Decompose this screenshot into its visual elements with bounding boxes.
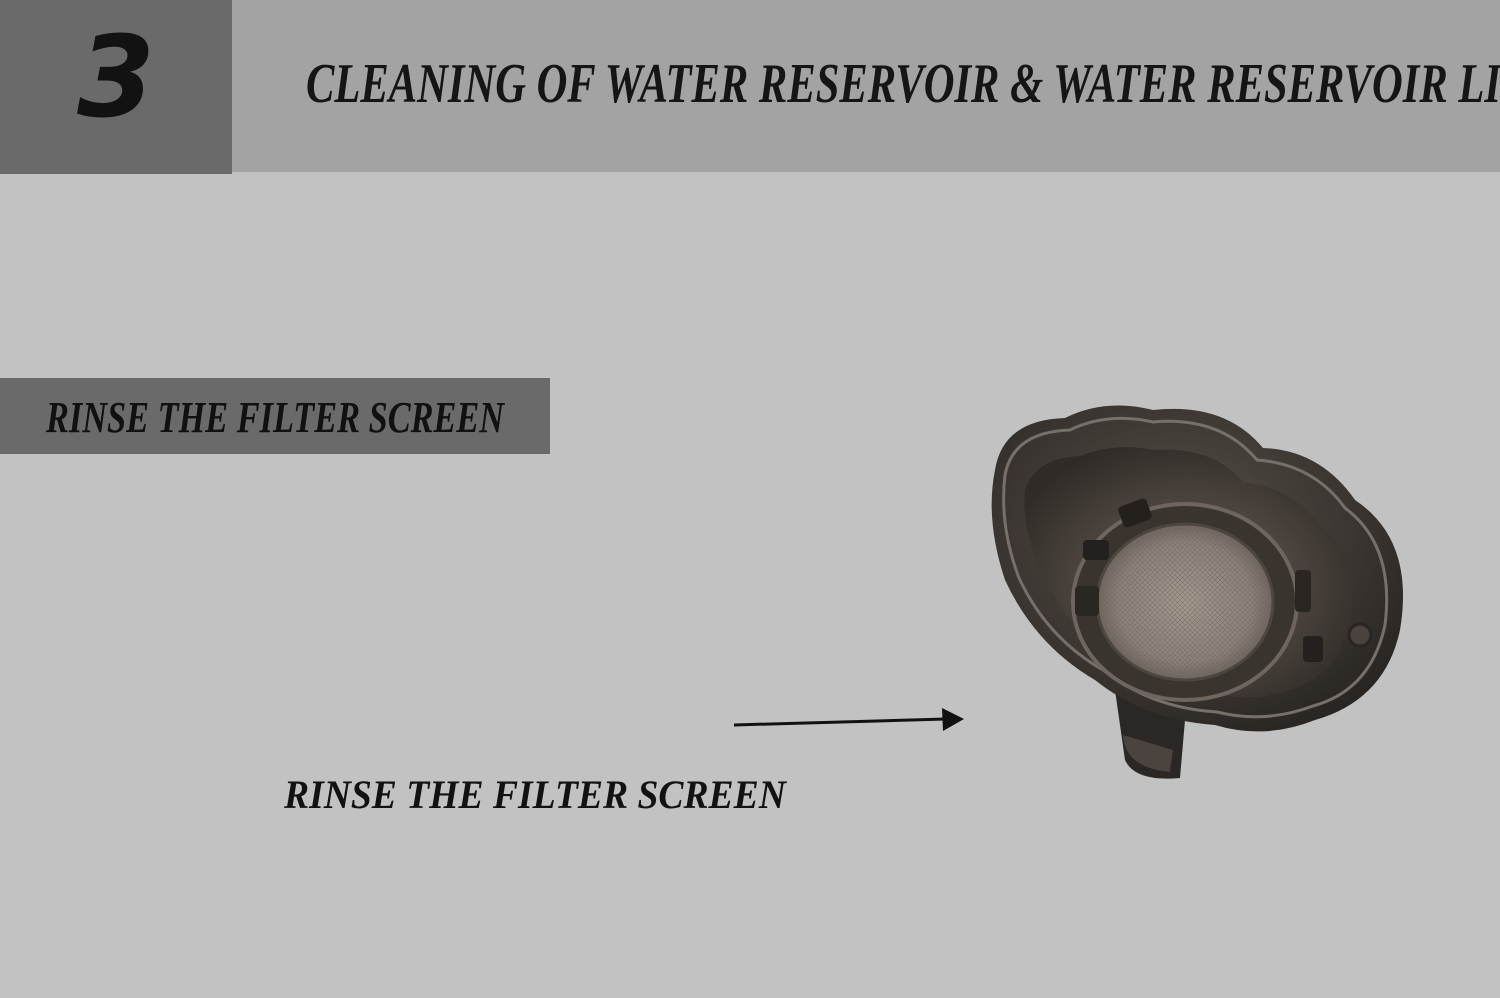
instruction-banner: RINSE THE FILTER SCREEN <box>0 378 550 454</box>
callout-caption: RINSE THE FILTER SCREEN <box>284 772 786 817</box>
page-title: CLEANING OF WATER RESERVOIR & WATER RESE… <box>306 53 1500 115</box>
arrow-right-icon <box>733 708 964 731</box>
filter-cup-image <box>991 405 1403 779</box>
header-bar <box>0 0 1500 172</box>
step-number-box: 3 <box>0 0 232 174</box>
step-number: 3 <box>77 13 155 143</box>
instruction-banner-label: RINSE THE FILTER SCREEN <box>46 393 505 442</box>
